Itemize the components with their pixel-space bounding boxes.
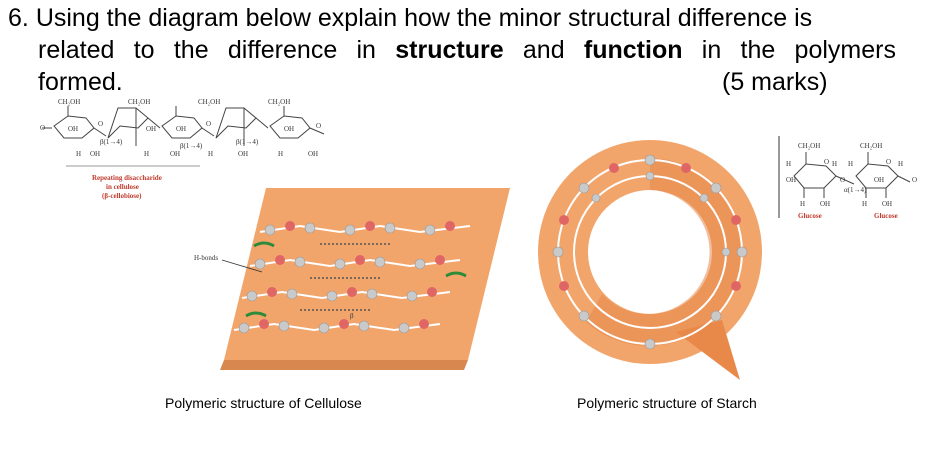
glucose-label-right: Glucose (874, 212, 898, 220)
glucose-label-left: Glucose (798, 212, 822, 220)
h-label-3: H (208, 150, 213, 158)
question-line-1: 6. Using the diagram below explain how t… (8, 2, 812, 34)
o-label-2: O (206, 120, 211, 128)
o-label-3: O (316, 122, 321, 130)
maltose-ch2oh-2: CH₂OH (860, 142, 882, 150)
oh-label-8: OH (308, 150, 318, 158)
ch2oh-label-2: CH₂OH (128, 98, 150, 106)
question-text-2b: and (522, 36, 565, 64)
question-text-1: Using the diagram below explain how the … (35, 4, 813, 32)
bond-label-1: β(1→4) (100, 138, 123, 146)
oh-label-5: OH (90, 150, 100, 158)
maltose-ch2oh-1: CH₂OH (798, 142, 820, 150)
maltose-oh-4: OH (882, 200, 892, 208)
question-line-3: formed. (38, 68, 123, 96)
bold-function: function (583, 36, 683, 64)
oxygen-atoms (259, 221, 455, 329)
o-label-0: O (40, 124, 45, 132)
maltose-o-2: O (886, 158, 891, 166)
o-label-1: O (98, 120, 103, 128)
oh-label-7: OH (238, 150, 248, 158)
repeating-label-3: (β-cellobiose) (102, 192, 142, 200)
hbonds-label: H-bonds (194, 254, 218, 262)
starch-arrow (676, 320, 740, 380)
maltose-o-3: O (840, 176, 845, 184)
question-text-2c: in the polymers (701, 36, 896, 64)
cellulose-sheet-edge (220, 360, 468, 370)
maltose-diagram: CH₂OH CH₂OH O O H H H H OH O OH O α(1→4)… (778, 136, 917, 220)
h-label-1: H (76, 150, 81, 158)
repeating-label-1: Repeating disaccharide (92, 174, 162, 182)
oh-label-4: OH (284, 125, 294, 133)
oh-label-2: OH (146, 125, 156, 133)
bold-structure: structure (395, 36, 504, 64)
starch-spiral (586, 158, 743, 346)
ch2oh-label-1: CH₂OH (58, 98, 80, 106)
hbonds-leader (221, 259, 263, 273)
hbond-markers (245, 241, 467, 318)
maltose-o-4: O (912, 176, 917, 184)
oh-label-3: OH (176, 125, 186, 133)
ch2oh-label-3: CH₂OH (198, 98, 220, 106)
carbon-atoms (238, 222, 436, 334)
maltose-h-6: H (862, 200, 867, 208)
maltose-oh-2: OH (874, 176, 884, 184)
maltose-h-4: H (898, 160, 903, 168)
maltose-h-3: H (848, 160, 853, 168)
maltose-o-1: O (824, 158, 829, 166)
beta-label: β (350, 312, 354, 320)
maltose-h-5: H (800, 200, 805, 208)
starch-inner-hole (588, 190, 712, 314)
caption-cellulose: Polymeric structure of Cellulose (165, 395, 362, 411)
cellulose-sheet-figure: H-bonds β (194, 188, 510, 370)
maltose-bond: α(1→4) (844, 186, 867, 194)
question-text-2a: related to the difference in (38, 36, 376, 64)
cellobiose-diagram: CH₂OH CH₂OH CH₂OH CH₂OH O OH OH OH OH O … (40, 98, 325, 200)
oh-label-6: OH (170, 150, 180, 158)
repeating-label-2: in cellulose (106, 183, 139, 191)
h-label-2: H (144, 150, 149, 158)
maltose-oh-3: OH (820, 200, 830, 208)
cellulose-chain (42, 106, 325, 167)
ch2oh-label-4: CH₂OH (268, 98, 290, 106)
maltose-rings (778, 136, 911, 218)
h-label-4: H (278, 150, 283, 158)
maltose-h-2: H (832, 160, 837, 168)
starch-oxygen-atoms (559, 163, 741, 291)
bond-label-2: β(1→4) (180, 142, 203, 150)
bond-label-3: β(1→4) (236, 138, 259, 146)
caption-starch: Polymeric structure of Starch (577, 395, 757, 411)
marks-label: (5 marks) (722, 68, 828, 96)
cellulose-sheet-top (224, 188, 510, 360)
question-line-2: related to the difference in structure a… (38, 34, 896, 66)
oh-label-1: OH (68, 125, 78, 133)
starch-helix-figure (538, 140, 762, 380)
maltose-oh-1: OH (786, 176, 796, 184)
starch-carbon-atoms (552, 154, 748, 350)
question-number: 6. (8, 4, 29, 32)
maltose-h-1: H (786, 160, 791, 168)
